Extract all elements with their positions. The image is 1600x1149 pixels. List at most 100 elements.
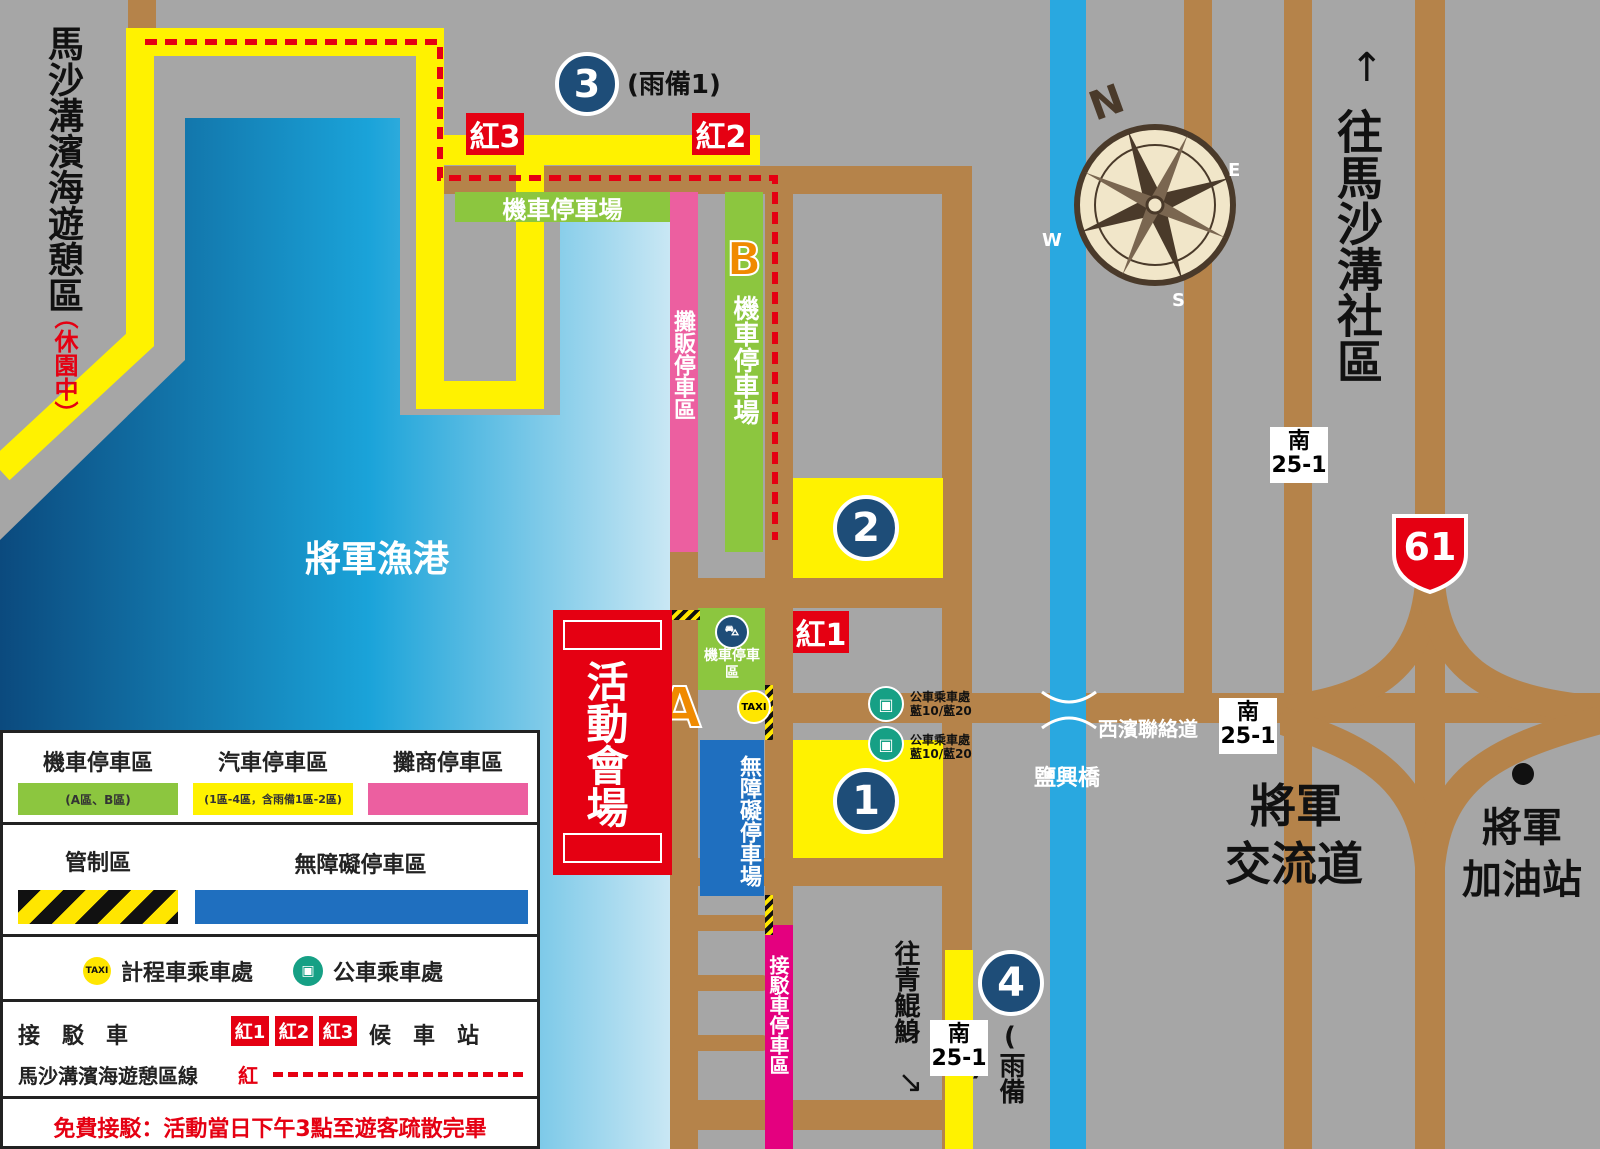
compass-w: W [1042,230,1062,251]
road-bottom [670,1100,970,1130]
legend-zones: 管制區 無障礙停車區 [0,822,540,937]
shuttle-parking-label: 接駁車停車區 [766,955,790,1075]
interchange-label-2: 交流道 [1225,837,1363,891]
south-destination-label: 往青鯤鯓 [890,940,920,1044]
road-far-east-2 [1284,0,1312,1149]
north-arrow-icon: ↑ [1350,45,1384,91]
legend-car-swatch: (1區-4區，含雨備1區-2區) [193,783,353,815]
venue-label: 活動會場 [580,660,629,828]
road-label: 西濱聯絡道 [1098,717,1198,741]
lot-2-marker: 2 [833,495,899,561]
route-sign-south-2: 25-1 [931,1046,987,1071]
road-top-left-vertical [128,0,156,30]
legend-bus-icon: ▣ [293,956,323,986]
route-sign-north: 南 25-1 [1270,427,1328,483]
legend-line-label: 馬沙溝濱海遊憩區線 [18,1064,198,1088]
legend-line-red: 紅 [238,1064,258,1088]
legend-shuttle-suffix: 候 車 站 [369,1024,480,1049]
lot-3-marker: 3 [555,52,619,116]
legend-parking-types: 機車停車區 汽車停車區 攤商停車區 (A區、B區) (1區-4區，含雨備1區-2… [0,730,540,825]
compass-e: E [1228,160,1241,181]
venue-frame-top [563,620,662,650]
bus-stop-2-line-a: 公車乘車處 [910,733,971,747]
legend-taxi-icon: TAXI [83,957,111,985]
harbor-label: 將軍漁港 [305,539,450,580]
legend-moto-label: 機車停車區 [42,751,153,776]
bridge-icon [1041,690,1097,730]
highway-61-number: 61 [1403,525,1457,569]
road-stub-1 [670,915,770,931]
left-area-label: 馬沙溝濱海遊憩區 [42,25,83,313]
moto-parking-b-label: 機車停車場 [729,295,759,425]
legend-bus-label: 公車乘車處 [333,961,444,986]
legend-line-dashes [273,1072,523,1077]
legend-red1: 紅1 [231,1016,269,1046]
accessible-parking-label: 無障礙停車場 [736,755,761,887]
bus-stop-1-text: 公車乘車處 藍10/藍20 [910,690,972,718]
route-sign-east-1: 南 [1236,700,1259,725]
road-stub-3 [670,1035,770,1051]
route-sign-south: 南 25-1 [930,1020,988,1076]
accessible-parking-strip [700,740,764,896]
south-arrow-icon: ↘ [898,1065,924,1100]
interchange-curves [1280,560,1600,890]
legend-shuttle: 接 駁 車 紅1 紅2 紅3 候 車 站 馬沙溝濱海遊憩區線 紅 [0,999,540,1099]
control-zone-3 [765,895,773,935]
lot-1-marker: 1 [833,768,899,834]
bus-stop-1-line-b: 藍10/藍20 [910,704,972,718]
moto-area-a-label: 機車停車區 [704,648,760,681]
shuttle-parking-strip [765,925,793,1149]
legend-vendor-swatch [368,783,528,815]
legend-control-swatch [18,890,178,924]
gas-station-label-2: 加油站 [1462,857,1582,903]
road-west-coast-link [765,693,1600,723]
moto-parking-top: 機車停車場 [455,192,670,224]
legend-control-label: 管制區 [64,851,131,876]
legend-red2: 紅2 [275,1016,313,1046]
bus-stop-2-line-b: 藍10/藍20 [910,747,972,761]
legend-moto-swatch: (A區、B區) [18,783,178,815]
legend-red3: 紅3 [319,1016,357,1046]
legend-accessible-swatch [195,890,528,924]
legend-stops: TAXI 計程車乘車處 ▣ 公車乘車處 [0,934,540,1002]
route-sign-south-1: 南 [947,1022,970,1047]
legend-car-label: 汽車停車區 [217,751,328,776]
legend-vendor-label: 攤商停車區 [392,751,503,776]
taxi-stop-icon: TAXI [737,690,771,724]
road-far-east-1 [1184,0,1212,723]
route-sign-north-1: 南 [1287,429,1310,454]
route-sign-east: 南 25-1 [1219,698,1277,754]
vendor-parking-label: 攤販停車區 [670,310,695,420]
control-zone-1 [672,610,700,620]
road-stub-2 [670,975,770,991]
route-sign-east-2: 25-1 [1220,724,1276,749]
scooter-icon: ⛍ [715,615,749,649]
lot-4-note: (雨備2) [962,1022,1025,1104]
bridge-label: 鹽興橋 [1034,766,1101,791]
route-sign-north-2: 25-1 [1271,453,1327,478]
interchange-label-1: 將軍 [1250,779,1342,833]
moto-parking-b-strip [725,192,763,552]
gas-station-label-1: 將軍 [1482,805,1562,851]
gas-station-dot-icon [1512,763,1534,785]
compass-s: S [1172,290,1185,311]
vendor-parking-strip [670,192,698,552]
legend-free-shuttle-text: 免費接駁：活動當日下午3點至遊客疏散完畢 [53,1117,487,1142]
zone-b-label: B [725,231,762,287]
lot-3-note: (雨備1) [627,70,721,100]
event-venue [553,610,672,875]
bus-stop-icon-1: ▣ [868,686,904,722]
shuttle-stop-red3: 紅3 [466,113,524,155]
bus-stop-1-line-a: 公車乘車處 [910,690,971,704]
compass-rose-icon [1074,124,1236,286]
shuttle-stop-red1: 紅1 [793,611,849,653]
venue-frame-bottom [563,833,662,863]
north-destination-label: 往馬沙溝社區 [1330,108,1384,384]
bus-stop-2-text: 公車乘車處 藍10/藍20 [910,733,972,761]
legend-free-shuttle: 免費接駁：活動當日下午3點至遊客疏散完畢 [0,1096,540,1149]
road-cross-1 [670,578,970,608]
highway-61-shield [1392,514,1468,594]
bus-stop-icon-2: ▣ [868,726,904,762]
left-area-note: （休園中） [50,305,78,425]
lot-4-marker: 4 [978,950,1044,1016]
